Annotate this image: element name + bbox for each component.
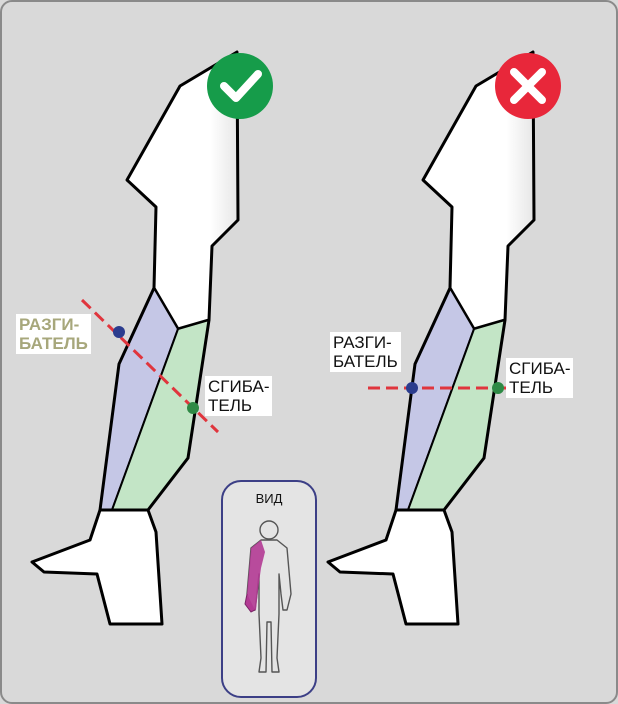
correct-flexor-dot <box>187 402 199 414</box>
cross-icon <box>495 53 561 119</box>
correct-flexor-label: СГИБА- ТЕЛЬ <box>205 376 272 416</box>
view-box: ВИД <box>221 480 317 698</box>
human-figure-icon <box>223 482 315 696</box>
wrong-hand <box>328 510 458 624</box>
wrong-flexor-label: СГИБА- ТЕЛЬ <box>506 358 573 398</box>
correct-extensor-dot <box>113 326 125 338</box>
wrong-extensor-dot <box>406 382 418 394</box>
checkmark-icon <box>207 53 273 119</box>
correct-hand <box>32 510 162 624</box>
wrong-extensor-label: РАЗГИ- БАТЕЛЬ <box>330 332 401 372</box>
correct-extensor-label: РАЗГИ- БАТЕЛЬ <box>16 314 91 354</box>
wrong-flexor-dot <box>492 382 504 394</box>
